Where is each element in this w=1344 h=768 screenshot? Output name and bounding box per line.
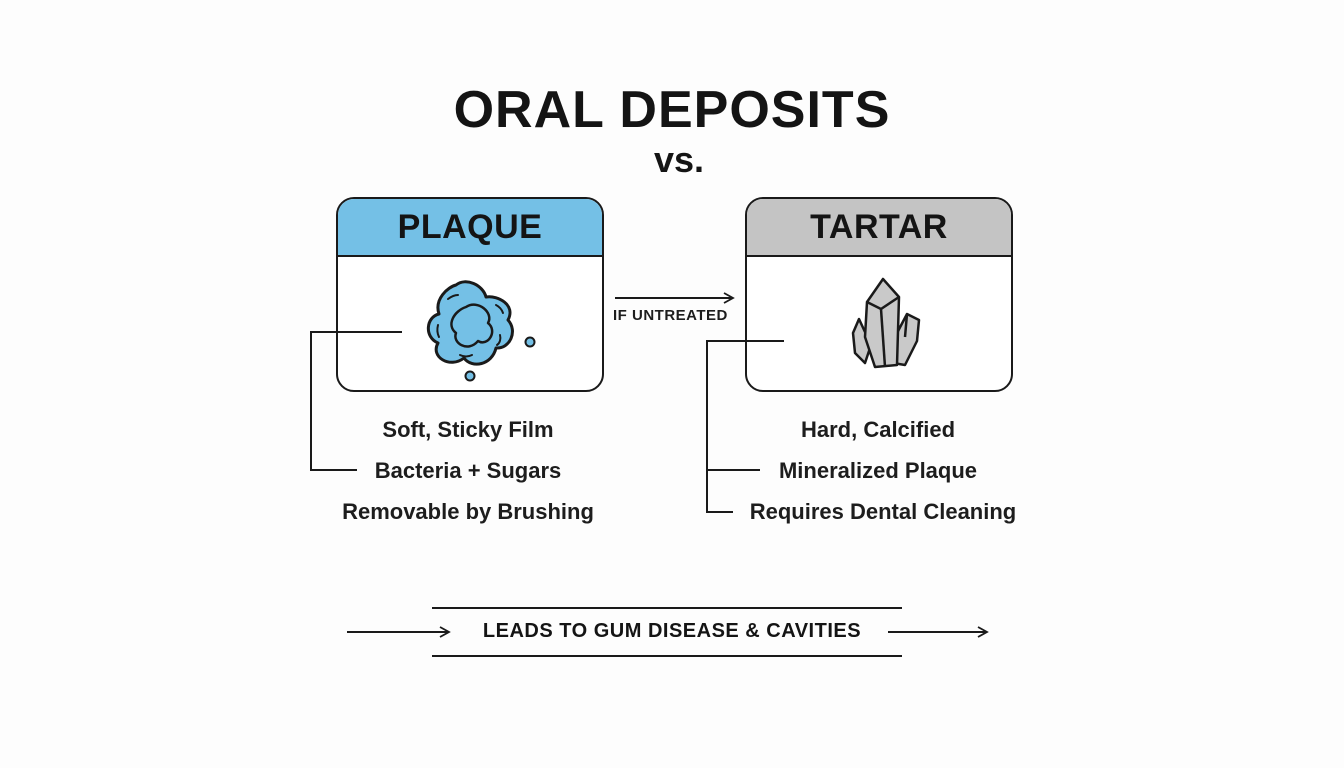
plaque-card: PLAQUE (336, 197, 604, 392)
plaque-feature-1: Soft, Sticky Film (382, 417, 554, 442)
consequence-label: LEADS TO GUM DISEASE & CAVITIES (482, 620, 862, 642)
tartar-feature-1: Hard, Calcified (800, 417, 956, 442)
tartar-card: TARTAR (745, 197, 1013, 392)
tartar-header: TARTAR (747, 199, 1011, 257)
plaque-feature-3: Removable by Brushing (342, 499, 594, 524)
plaque-header: PLAQUE (338, 199, 602, 257)
tartar-feature-2: Mineralized Plaque (778, 458, 978, 483)
transition-label: IF UNTREATED (613, 307, 728, 324)
tartar-feature-3: Requires Dental Cleaning (749, 499, 1017, 524)
plaque-card-body (338, 257, 602, 390)
plaque-feature-2: Bacteria + Sugars (374, 458, 562, 483)
crystal-icon (851, 277, 921, 369)
page-title: ORAL DEPOSITS (453, 81, 891, 139)
plaque-blob-icon (426, 280, 536, 382)
page-subtitle: vs. (653, 139, 705, 180)
tartar-card-body (747, 257, 1011, 390)
